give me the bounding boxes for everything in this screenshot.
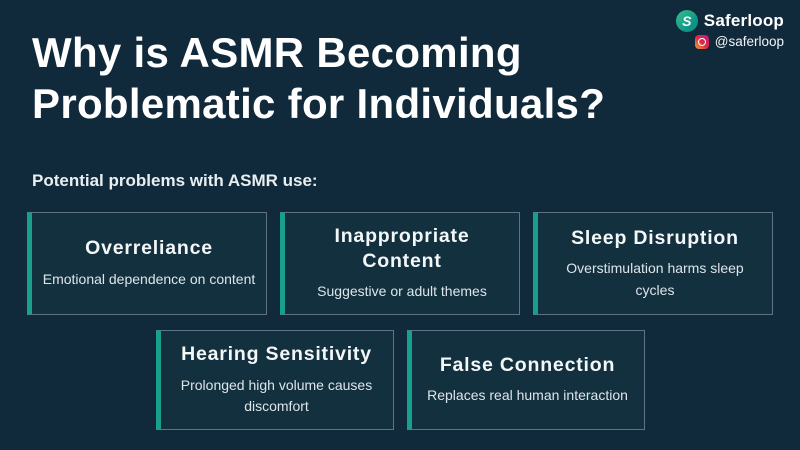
problem-card-inappropriate-content: Inappropriate Content Suggestive or adul…: [280, 212, 520, 315]
brand-block: S Saferloop @saferloop: [675, 10, 784, 49]
card-description: Suggestive or adult themes: [317, 283, 487, 300]
card-description: Replaces real human interaction: [427, 387, 628, 404]
card-title: Overreliance: [85, 237, 213, 260]
cards-area: Overreliance Emotional dependence on con…: [0, 212, 800, 430]
card-title: False Connection: [439, 353, 616, 376]
card-title: Hearing Sensitivity: [181, 343, 372, 366]
problem-card-overreliance: Overreliance Emotional dependence on con…: [27, 212, 267, 315]
cards-row-bottom: Hearing Sensitivity Prolonged high volum…: [0, 330, 800, 430]
card-title: Sleep Disruption: [571, 226, 739, 249]
cards-row-top: Overreliance Emotional dependence on con…: [0, 212, 800, 315]
brand-handle-row: @saferloop: [694, 34, 784, 49]
card-description: Emotional dependence on content: [42, 270, 256, 287]
problem-card-false-connection: False Connection Replaces real human int…: [406, 330, 645, 430]
saferloop-logo-icon: S: [675, 10, 698, 32]
page-title: Why is ASMR Becoming Problematic for Ind…: [32, 29, 606, 128]
card-description: Prolonged high volume causes discomfort: [180, 376, 373, 415]
section-label: Potential problems with ASMR use:: [32, 171, 318, 190]
brand-name: Saferloop: [703, 11, 784, 30]
problem-card-hearing-sensitivity: Hearing Sensitivity Prolonged high volum…: [155, 330, 394, 430]
instagram-icon: [694, 34, 709, 49]
card-description: Overstimulation harms sleep cycles: [566, 260, 744, 298]
card-title: Inappropriate Content: [334, 225, 470, 272]
instagram-handle: @saferloop: [714, 34, 784, 49]
problem-card-sleep-disruption: Sleep Disruption Overstimulation harms s…: [533, 212, 773, 315]
brand-name-row: S Saferloop: [675, 10, 784, 32]
